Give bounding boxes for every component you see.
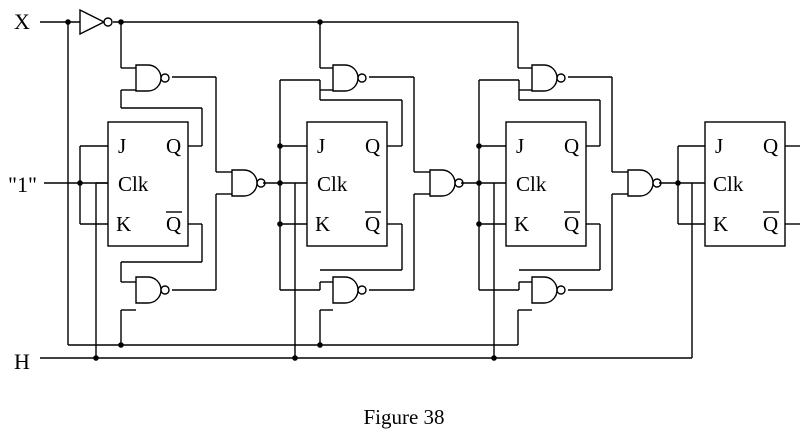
svg-text:J: J [516, 134, 524, 158]
svg-text:Q: Q [564, 134, 579, 158]
svg-text:Clk: Clk [516, 172, 547, 196]
nand-gate-icon [429, 169, 464, 197]
flipflop-3 [505, 121, 587, 247]
svg-text:Q: Q [564, 212, 579, 236]
svg-text:J: J [118, 134, 126, 158]
flipflop-4 [704, 121, 786, 247]
nand-gate-icon [332, 64, 367, 92]
nand-gate-icon [135, 276, 170, 304]
stage-3 [461, 22, 628, 358]
svg-text:Q: Q [365, 212, 380, 236]
svg-text:Q: Q [365, 134, 380, 158]
stage-1 [95, 22, 232, 358]
svg-text:Clk: Clk [713, 172, 744, 196]
svg-text:K: K [713, 212, 728, 236]
nand-gate-icon [135, 64, 170, 92]
not-gate-icon [79, 8, 113, 36]
jk-flipflop-icon: J Q Clk K Q [505, 121, 587, 247]
input-x-label: X [14, 9, 30, 34]
junction-dot-icon [65, 19, 681, 361]
jk-flipflop-icon: J Q Clk K Q [306, 121, 388, 247]
svg-text:Clk: Clk [118, 172, 149, 196]
svg-text:Q: Q [166, 212, 181, 236]
svg-text:J: J [317, 134, 325, 158]
svg-text:Clk: Clk [317, 172, 348, 196]
nand-gate-icon [531, 276, 566, 304]
svg-text:K: K [116, 212, 131, 236]
jk-flipflop-icon: J Q Clk K Q [704, 121, 800, 247]
svg-text:Q: Q [166, 134, 181, 158]
nand-gate-icon [531, 64, 566, 92]
svg-text:Q: Q [763, 212, 778, 236]
svg-text:J: J [715, 134, 723, 158]
stage-2 [263, 22, 430, 358]
svg-text:K: K [514, 212, 529, 236]
svg-text:K: K [315, 212, 330, 236]
nand-gate-icon [231, 169, 266, 197]
input-h-label: H [14, 349, 30, 374]
flipflop-2 [306, 121, 388, 247]
flipflop-1 [107, 121, 189, 247]
nand-gate-icon [627, 169, 662, 197]
jk-flipflop-icon: J Q Clk K Q [107, 121, 189, 247]
nand-gate-icon [332, 276, 367, 304]
stage-4 [659, 145, 705, 358]
figure-caption: Figure 38 [363, 405, 444, 429]
input-one-label: "1" [8, 172, 37, 197]
svg-text:Q: Q [763, 134, 778, 158]
